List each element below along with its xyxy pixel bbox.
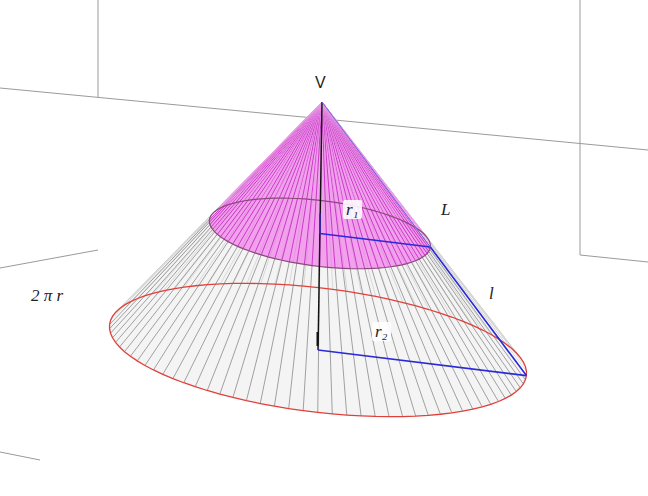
generator-line (427, 253, 520, 387)
generator-line (246, 260, 282, 400)
generator-line (113, 227, 211, 338)
slant-L (322, 102, 430, 247)
generator-line (195, 253, 255, 387)
generator-line (322, 102, 365, 269)
generator-line (217, 102, 322, 234)
generator-line (322, 102, 365, 208)
generator-line (430, 247, 526, 376)
generator-line (238, 102, 322, 202)
generator-line (322, 102, 402, 265)
generator-line (173, 249, 243, 379)
cone-drawing (109, 102, 526, 417)
generator-line (391, 267, 452, 413)
base-circle (110, 283, 527, 416)
cone-body (109, 102, 526, 417)
generator-line (228, 102, 322, 242)
radius-label: r₁ (343, 200, 362, 219)
generator-line (322, 102, 430, 249)
axis-line (318, 102, 322, 350)
generator-line (397, 266, 463, 411)
generator-line (233, 259, 275, 398)
generator-line (153, 244, 232, 370)
generator-line (343, 268, 361, 416)
generator-line (282, 102, 322, 198)
generator-line (217, 102, 322, 210)
generator-line (322, 102, 327, 267)
generator-line (297, 102, 322, 199)
generator-line (243, 102, 322, 201)
generator-line (322, 102, 430, 247)
generator-line (322, 102, 425, 255)
generator-line (220, 102, 322, 237)
generator-line (322, 102, 378, 268)
generator-line (209, 102, 322, 222)
generator-line (111, 225, 210, 334)
generator-line (233, 102, 322, 203)
generator-line (411, 262, 490, 404)
slant-l (430, 247, 526, 376)
generator-line (213, 102, 322, 213)
generator-line (378, 268, 428, 415)
generator-line (224, 102, 322, 239)
generator-line (207, 255, 261, 391)
generator-line (238, 102, 322, 246)
generator-line (210, 102, 322, 225)
generator-line (233, 102, 322, 244)
slant-label: L (438, 200, 453, 219)
circumference-label: 2 π r (28, 286, 66, 305)
generator-line (350, 269, 375, 417)
radius-r1 (320, 233, 430, 247)
generator-line (213, 102, 322, 229)
generator-line (322, 102, 358, 207)
generator-line (210, 102, 322, 218)
generator-line (261, 102, 322, 199)
generator-line (110, 220, 210, 325)
background-box (0, 0, 648, 460)
generator-line (429, 240, 524, 362)
generator-line (358, 269, 390, 417)
generator-line (305, 102, 322, 199)
generator-line (322, 102, 391, 216)
generator-line (211, 102, 322, 227)
generator-line (372, 268, 416, 416)
generator-line (228, 102, 322, 205)
axis-upper (319, 213, 320, 233)
radius-r2 (318, 350, 526, 376)
slant-label: l (486, 284, 497, 303)
generator-line (224, 102, 322, 206)
generator-line (137, 239, 224, 361)
generator-line (275, 102, 322, 198)
radius-label: r₂ (372, 322, 391, 341)
generator-line (255, 102, 322, 199)
generator-line (209, 102, 322, 220)
generator-line (268, 102, 322, 257)
generator-line (221, 102, 322, 208)
generator-line (322, 102, 416, 261)
generator-line (322, 102, 379, 212)
generator-line (322, 102, 397, 218)
generator-line (322, 102, 372, 268)
generator-line (215, 102, 322, 232)
generator-line (322, 102, 385, 214)
generator-line (215, 102, 322, 211)
vertex-label: V (312, 74, 329, 92)
generator-line (120, 211, 215, 308)
generator-line (249, 102, 322, 200)
generator-line (402, 265, 473, 409)
axis-tick (317, 332, 319, 346)
generator-line (110, 222, 210, 329)
generator-line (163, 246, 238, 374)
generator-line (125, 234, 218, 351)
generator-line (365, 269, 403, 417)
